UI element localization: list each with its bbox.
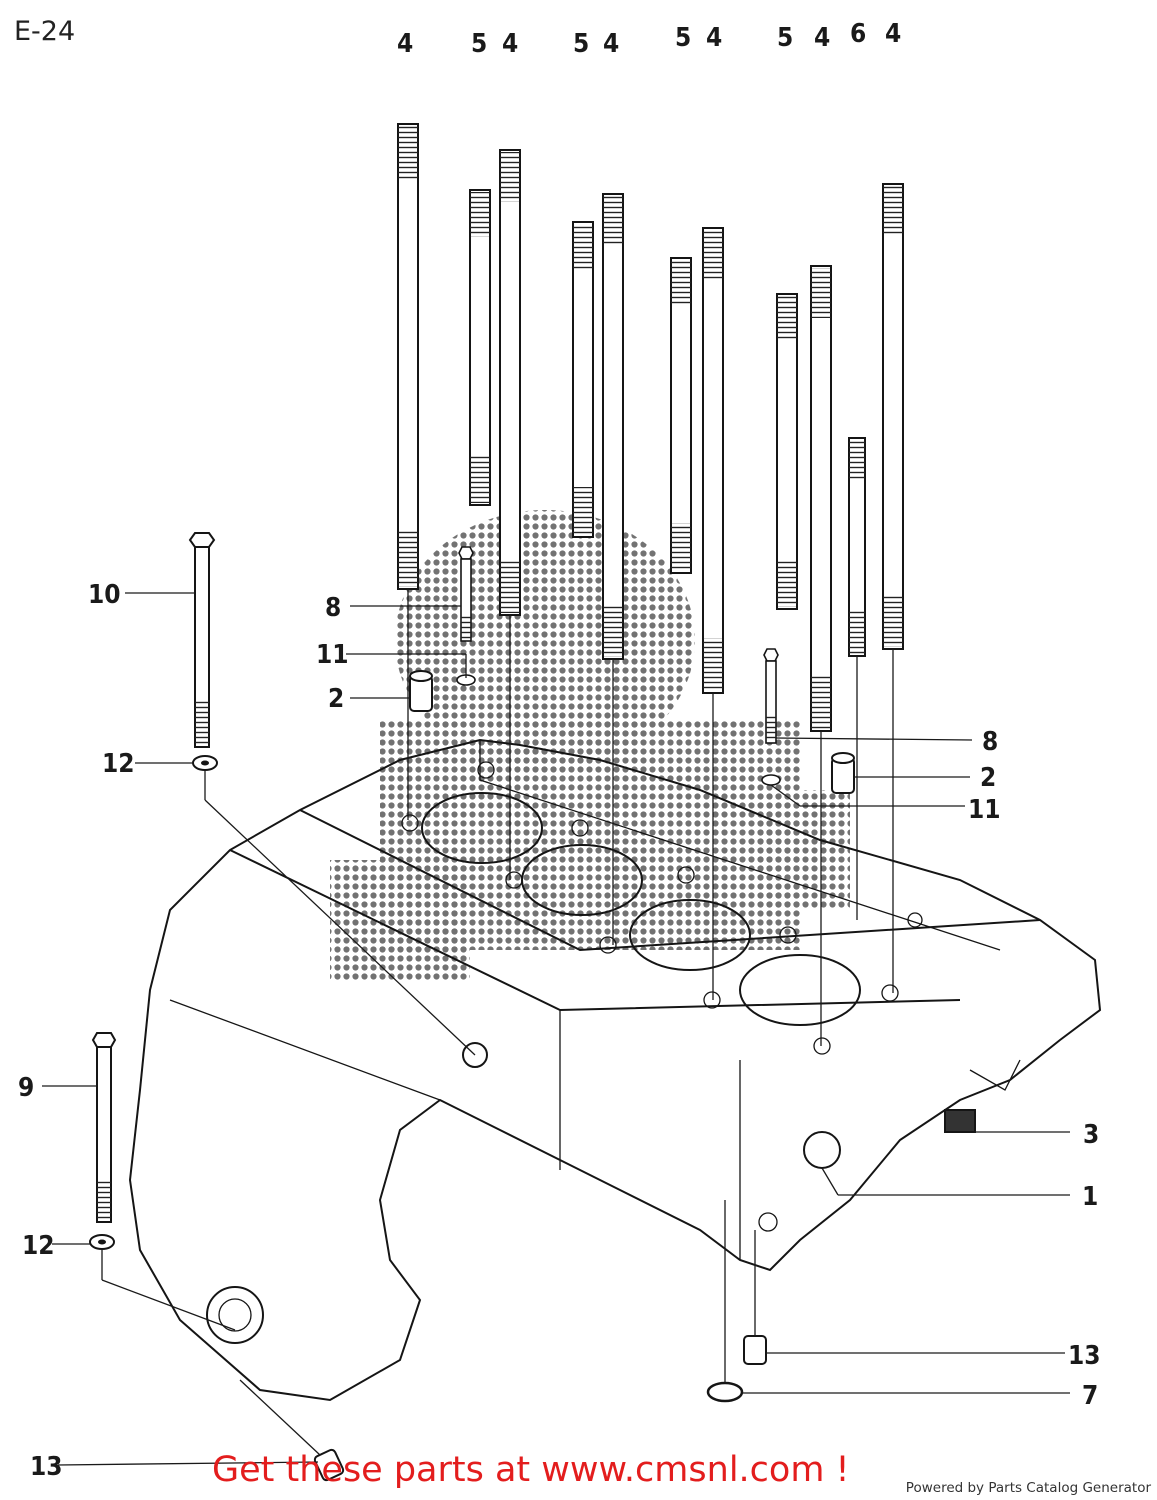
callout-11-right: 11 <box>968 795 1001 825</box>
callout-top-5a: 5 <box>471 29 487 59</box>
stud-4c <box>602 193 624 660</box>
stud-5a <box>469 189 491 506</box>
callout-top-5c: 5 <box>675 23 691 53</box>
callout-9: 9 <box>18 1073 34 1103</box>
studs <box>397 123 904 732</box>
stud-4a <box>397 123 419 590</box>
watermark-logo <box>330 510 850 980</box>
callout-10: 10 <box>88 580 121 610</box>
oring-7 <box>706 1381 744 1403</box>
callout-13-left: 13 <box>30 1452 63 1482</box>
stud-6 <box>848 437 866 657</box>
get-parts-link[interactable]: Get these parts at www.cmsnl.com ! <box>212 1450 850 1490</box>
callout-7: 7 <box>1082 1381 1098 1411</box>
washer-12b <box>89 1234 115 1250</box>
dowel-13-right <box>743 1335 767 1365</box>
page-code: E-24 <box>14 16 76 47</box>
callout-2-right: 2 <box>980 763 996 793</box>
powered-by-credit: Powered by Parts Catalog Generator <box>905 1480 1151 1496</box>
callout-top-4b: 4 <box>502 29 518 59</box>
callout-8-left: 8 <box>325 593 341 623</box>
bolt-10 <box>188 532 216 748</box>
callout-8-right: 8 <box>982 727 998 757</box>
washer-12a <box>192 755 218 771</box>
callout-top-5d: 5 <box>777 23 793 53</box>
bolt-9 <box>91 1032 117 1223</box>
stud-4b <box>499 149 521 616</box>
callout-labels: 4 5 4 5 4 5 4 5 4 6 4 10 8 11 2 12 8 2 1… <box>18 19 1101 1482</box>
dowel-2-left <box>409 670 433 712</box>
stud-5d <box>776 293 798 610</box>
bolt-8-left <box>458 546 474 642</box>
dowel-13-left <box>313 1448 345 1482</box>
stud-5b <box>572 221 594 538</box>
callout-top-6: 6 <box>850 19 866 49</box>
callout-top-4f: 4 <box>885 19 901 49</box>
callout-1: 1 <box>1082 1182 1098 1212</box>
callout-13-right: 13 <box>1068 1341 1101 1371</box>
washer-11-right <box>761 774 781 786</box>
callout-top-4a: 4 <box>397 29 413 59</box>
leader-lines <box>42 589 1070 1466</box>
stud-4f <box>882 183 904 650</box>
callout-top-4e: 4 <box>814 23 830 53</box>
callout-2-left: 2 <box>328 684 344 714</box>
callout-3: 3 <box>1083 1120 1099 1150</box>
stud-4e <box>810 265 832 732</box>
plug-3 <box>944 1109 976 1133</box>
callout-top-5b: 5 <box>573 29 589 59</box>
dowel-2-right <box>831 752 855 794</box>
bolt-8-right <box>763 648 779 744</box>
callout-12a: 12 <box>102 749 135 779</box>
stud-4d <box>702 227 724 694</box>
callout-top-4c: 4 <box>603 29 619 59</box>
callout-11-left: 11 <box>316 640 349 670</box>
callout-12b: 12 <box>22 1231 55 1261</box>
stud-5c <box>670 257 692 574</box>
crankcase-body <box>128 738 1102 1402</box>
callout-top-4d: 4 <box>706 23 722 53</box>
